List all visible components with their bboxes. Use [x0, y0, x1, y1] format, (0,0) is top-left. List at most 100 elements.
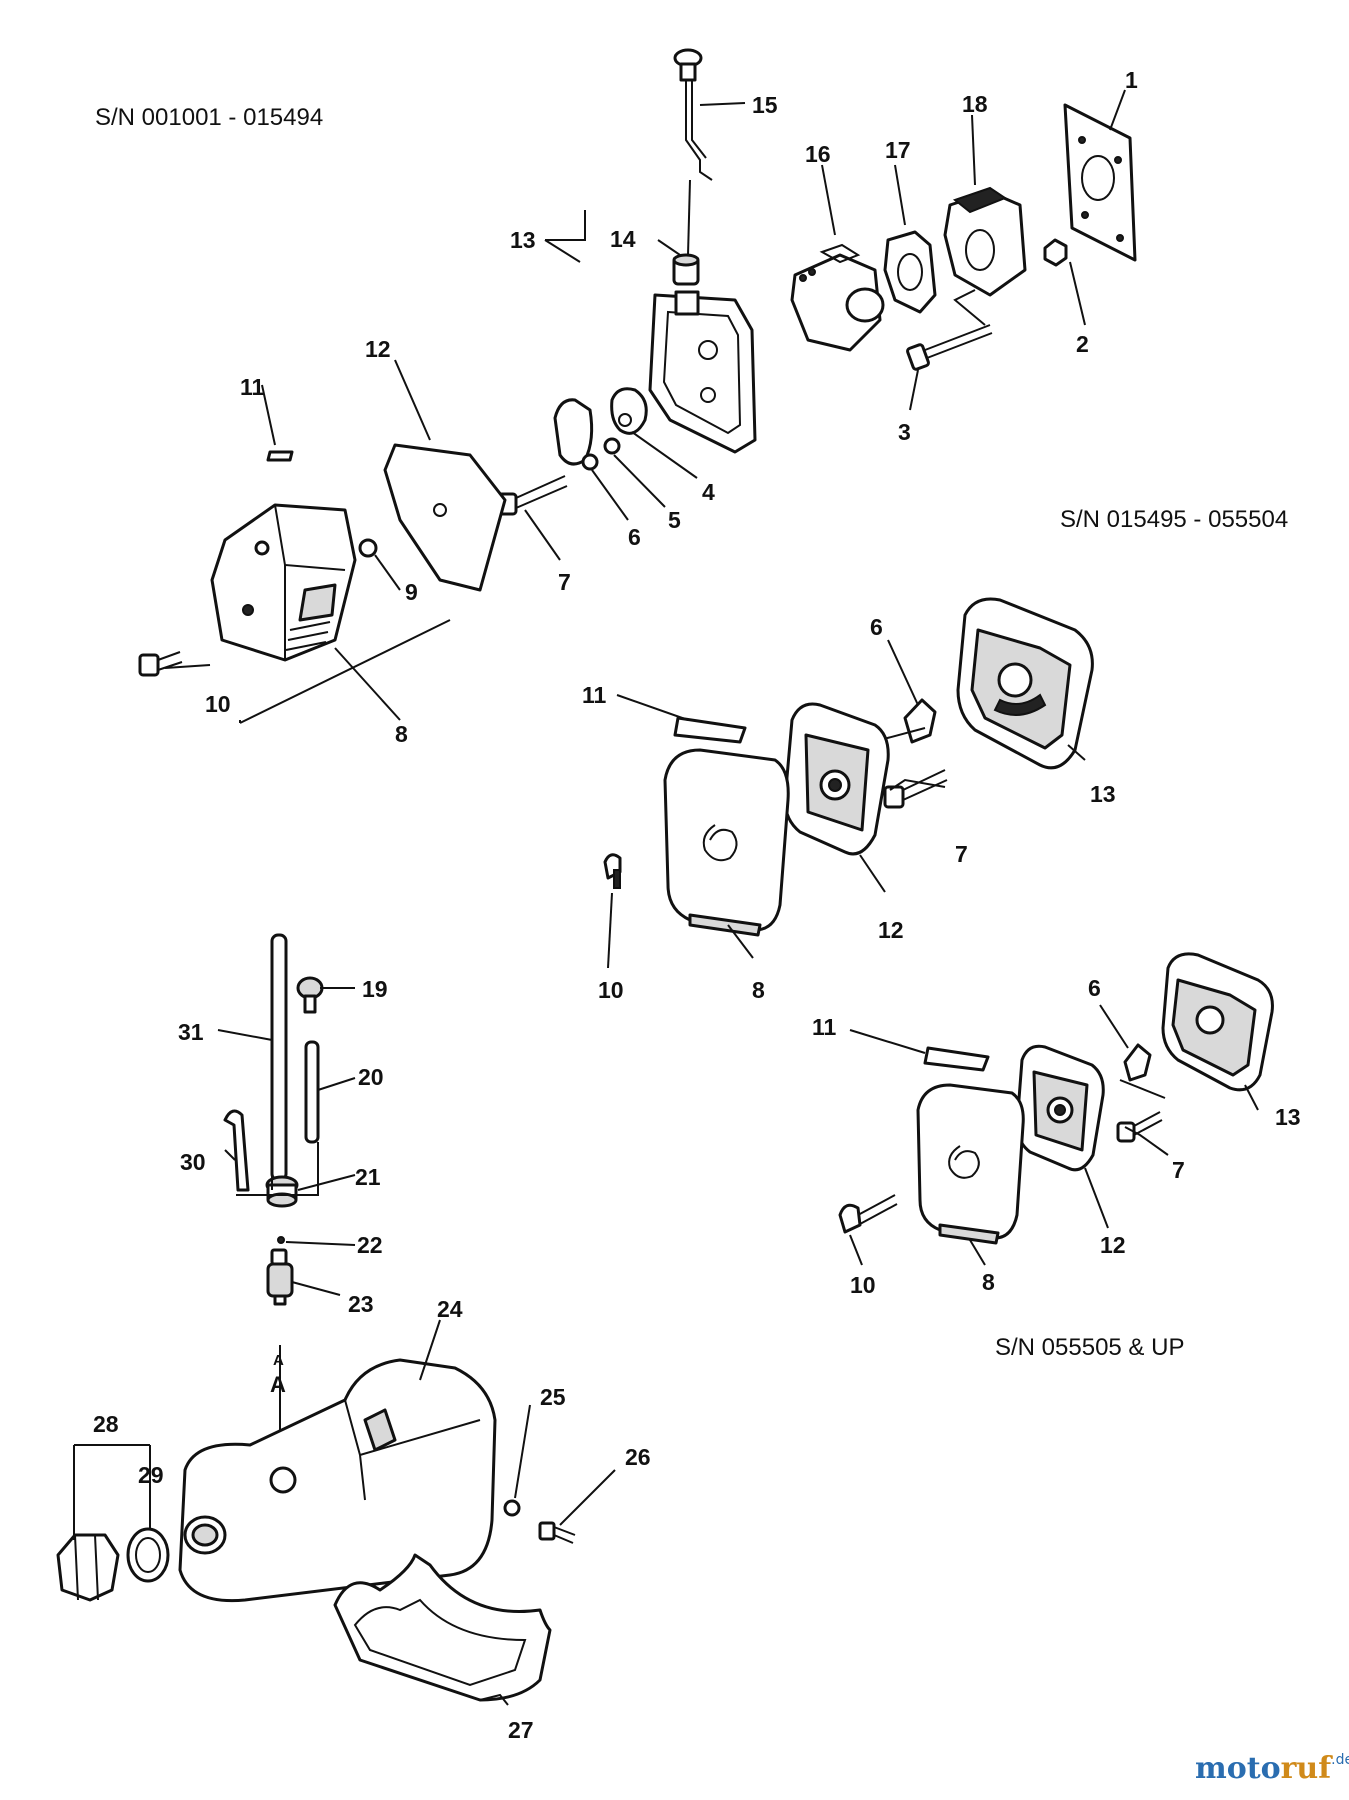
part-fuel-tank: [178, 1358, 497, 1603]
part-fuel-line: [270, 933, 288, 1182]
callout-17: 17: [885, 137, 911, 163]
part-tank-protector: [333, 1553, 552, 1702]
part-grommet: [672, 253, 700, 286]
callout-10: 10: [205, 691, 231, 717]
part-c-backplate: [1161, 952, 1274, 1092]
serial-range-first: S/N 001001 - 015494: [95, 104, 323, 131]
callout-14: 14: [610, 226, 636, 252]
watermark-tld: .de: [1331, 1752, 1349, 1768]
callout-21: 21: [355, 1164, 381, 1190]
group-c-callouts: 6 7 8 10 11 12 13: [812, 975, 1301, 1298]
callout-b-11: 11: [582, 682, 607, 708]
part-fuel-filter: [266, 1248, 294, 1306]
part-air-filter-cover: [210, 503, 357, 662]
callout-16: 16: [805, 141, 831, 167]
callout-28: 28: [93, 1411, 119, 1437]
part-b-wing-bolt: [603, 853, 622, 889]
part-cap-seal: [126, 1527, 170, 1583]
part-carb-gasket: [883, 230, 937, 314]
callout-25: 25: [540, 1384, 566, 1410]
callout-30: 30: [180, 1149, 206, 1175]
svg-text:motoruf.de: motoruf.de: [1195, 1751, 1349, 1786]
part-bracket: [553, 398, 599, 471]
part-screw-carb: [906, 324, 993, 371]
group-b-callouts: 6 7 8 10 11 12 13: [582, 614, 1116, 1003]
callout-27: 27: [508, 1717, 534, 1743]
part-insulator: [943, 186, 1027, 297]
part-b-decal: [673, 716, 747, 744]
callout-c-10: 10: [850, 1272, 876, 1298]
part-fuel-cap: [56, 1533, 120, 1602]
callout-c-11: 11: [812, 1014, 837, 1040]
callout-3: 3: [898, 419, 911, 445]
callout-b-13: 13: [1090, 781, 1116, 807]
group-c-leaders: [849, 1004, 1259, 1266]
callout-c-8: 8: [982, 1269, 995, 1295]
group-a-callouts: 1 2 3 4 5 6 7 8 9 10 11 12 13 14 15 16 1…: [205, 67, 1138, 747]
part-b-filter: [783, 702, 890, 856]
part-c-filter: [1015, 1044, 1105, 1172]
part-washer: [503, 1499, 521, 1517]
callout-18: 18: [962, 91, 988, 117]
part-filter-backplate: [648, 290, 757, 454]
callout-c-13: 13: [1275, 1104, 1301, 1130]
part-bolt: [496, 475, 568, 516]
callout-15: 15: [752, 92, 778, 118]
group-b-leaders: [607, 639, 1086, 969]
callout-20: 20: [358, 1064, 384, 1090]
callout-4: 4: [702, 479, 715, 505]
callout-1: 1: [1125, 67, 1138, 93]
part-choke-cam: [610, 387, 648, 435]
part-o-ring: [358, 538, 378, 558]
part-filter-element: [383, 443, 507, 592]
callout-31: 31: [178, 1019, 204, 1045]
callout-c-7: 7: [1172, 1157, 1185, 1183]
part-cover-screw: [138, 651, 183, 677]
part-choke-rod: [673, 48, 713, 181]
serial-range-third: S/N 055505 & UP: [995, 1334, 1184, 1361]
callout-6: 6: [628, 524, 641, 550]
part-b-pin: [879, 727, 926, 741]
group-a-parts: [138, 48, 1137, 677]
callout-8: 8: [395, 721, 408, 747]
part-b-cover: [663, 748, 790, 937]
callout-29: 29: [138, 1462, 164, 1488]
part-small-nut: [603, 437, 621, 455]
callout-7: 7: [558, 569, 571, 595]
marker-a-large: A: [270, 1372, 286, 1397]
part-gasket-plate: [1063, 103, 1137, 262]
part-nut: [1043, 238, 1068, 267]
part-primer: [296, 976, 324, 1014]
callout-23: 23: [348, 1291, 374, 1317]
part-c-wing-bolt: [838, 1194, 898, 1234]
callout-26: 26: [625, 1444, 651, 1470]
callout-b-12: 12: [878, 917, 904, 943]
tank-group-callouts: 19 20 21 22 23 24 25 26 27 28 29 30 31 A…: [93, 976, 651, 1743]
part-carburetor: [790, 243, 885, 352]
callout-19: 19: [362, 976, 388, 1002]
callout-11: 11: [240, 374, 265, 400]
callout-24: 24: [437, 1296, 463, 1322]
callout-9: 9: [405, 579, 418, 605]
tank-group-parts: [56, 933, 576, 1702]
callout-13: 13: [510, 227, 536, 253]
part-tank-screw: [538, 1521, 576, 1544]
part-c-cover: [916, 1083, 1025, 1245]
part-vent-line: [223, 1109, 250, 1192]
part-check-valve: [277, 1236, 285, 1244]
callout-c-6: 6: [1088, 975, 1101, 1001]
part-b-backplate: [956, 597, 1094, 770]
watermark-ruf: ruf: [1281, 1751, 1334, 1786]
marker-a-small: A: [273, 1352, 284, 1369]
part-c-bolt: [1116, 1111, 1163, 1143]
callout-22: 22: [357, 1232, 383, 1258]
callout-b-10: 10: [598, 977, 624, 1003]
callout-b-7: 7: [955, 841, 968, 867]
part-b-bracket: [903, 698, 937, 744]
part-decal: [266, 450, 294, 462]
watermark-logo: motoruf.de: [1195, 1751, 1349, 1786]
part-b-bolt: [883, 769, 948, 809]
part-return-line: [304, 1040, 320, 1144]
serial-range-second: S/N 015495 - 055504: [1060, 506, 1288, 533]
